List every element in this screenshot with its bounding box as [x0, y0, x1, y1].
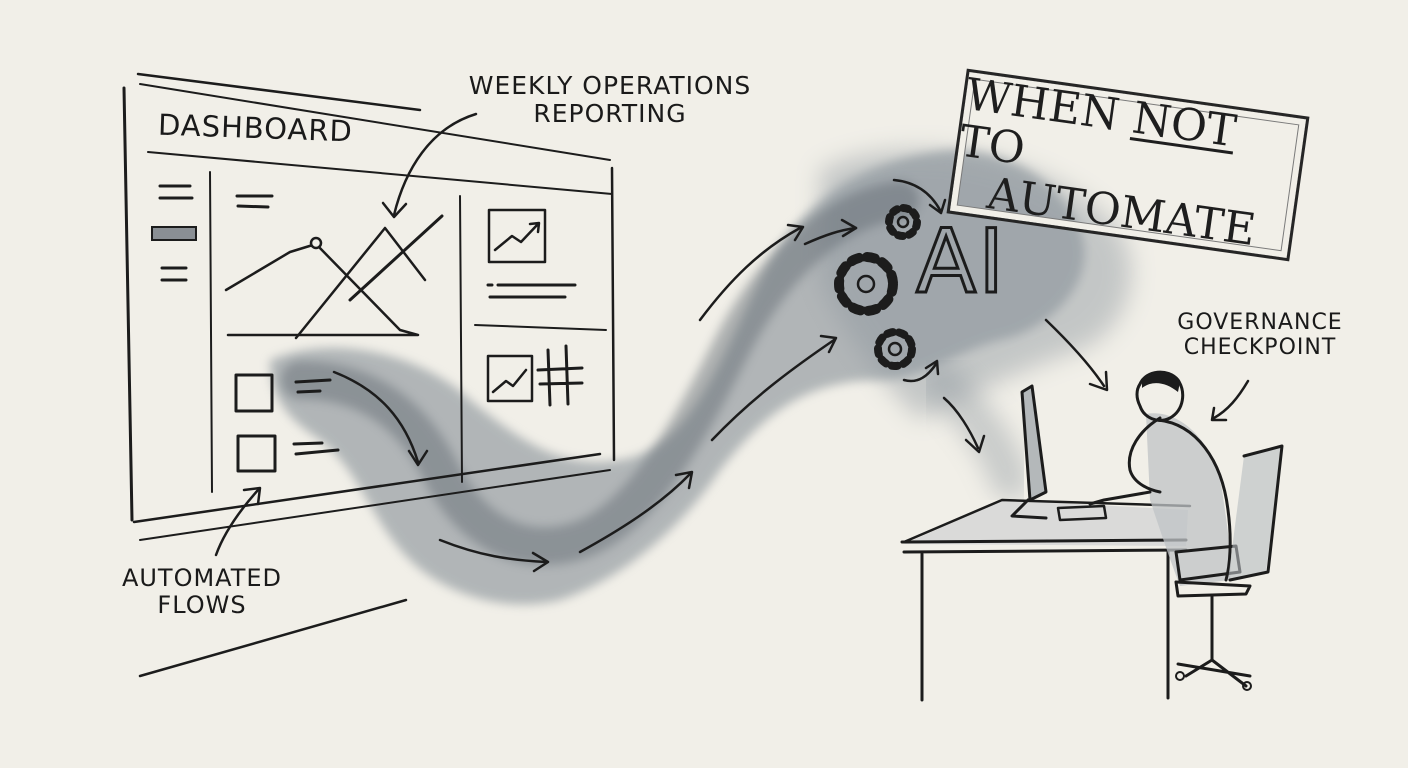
automated-flows-label: AUTOMATED FLOWS: [104, 565, 300, 619]
arrow-icon: [214, 486, 262, 557]
gear-icon: [885, 204, 921, 240]
line-chart-icon: [487, 208, 547, 264]
flow-arrows: [332, 178, 1109, 573]
governance-line-2: CHECKPOINT: [1183, 334, 1337, 360]
office-chair-icon: [1174, 444, 1284, 691]
ai-label: AI: [914, 210, 1007, 313]
desktop-monitor-icon: [1010, 384, 1108, 522]
arrow-icon: [1210, 379, 1250, 422]
governance-line-1: GOVERNANCE: [1177, 310, 1343, 335]
gear-icon: [834, 252, 898, 316]
weekly-operations-line-1: WEEKLY OPERATIONS: [468, 71, 752, 100]
weekly-operations-line-2: REPORTING: [533, 99, 687, 128]
table-grid-icon: [536, 344, 584, 407]
line-chart-icon: [486, 354, 534, 403]
automated-flows-line-1: AUTOMATED: [121, 564, 283, 592]
list-lines: [474, 283, 607, 331]
stamp-word-to: TO: [956, 115, 1029, 176]
arrow-icon: [381, 112, 478, 219]
gear-icon: [874, 328, 916, 370]
governance-checkpoint-label: GOVERNANCE CHECKPOINT: [1156, 310, 1364, 360]
automated-flow-boxes: [234, 373, 340, 473]
dashboard-title: DASHBOARD: [157, 107, 354, 149]
person-silhouette: [1088, 370, 1242, 586]
dashboard-sidebar-lines: [151, 184, 274, 282]
line-chart-widget: [224, 214, 444, 340]
desk: [900, 498, 1192, 702]
automated-flows-line-2: FLOWS: [157, 590, 247, 619]
dashboard-board: [122, 72, 616, 678]
weekly-operations-label: WEEKLY OPERATIONS REPORTING: [450, 72, 770, 128]
